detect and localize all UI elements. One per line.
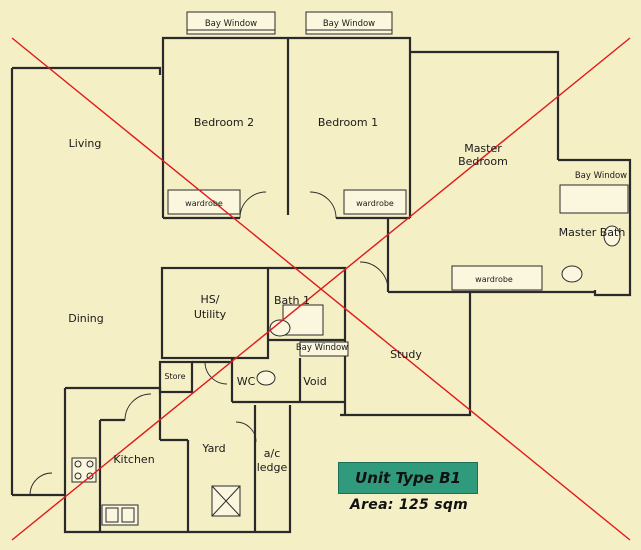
master-bedroom-label-line1: Master [464,142,502,155]
kitchen-label: Kitchen [113,453,154,466]
wardrobe-label-1: wardrobe [185,199,223,208]
study-label: Study [390,348,422,361]
bay-window-master-label: Bay Window [575,171,627,181]
master-bath-label: Master Bath [559,226,626,239]
master-bedroom-label-line2: Bedroom [458,155,508,168]
bedroom-1-label: Bedroom 1 [318,116,378,129]
wardrobe-label-2: wardrobe [356,199,394,208]
bath-1-label: Bath 1 [274,294,310,307]
hs-utility-label-line2: Utility [194,308,227,321]
ac-ledge-label-line2: ledge [257,461,288,474]
bay-window-top-left [186,11,276,35]
dining-label: Dining [68,312,104,325]
hs-utility-label-line1: HS/ [201,293,220,306]
bay-window-label-2: Bay Window [323,19,375,29]
unit-type-badge: Unit Type B1 [338,462,478,494]
bay-window-label-1: Bay Window [205,19,257,29]
bay-window-bath-label: Bay Window [296,343,348,353]
wc-label: WC [237,375,256,388]
area-label: Area: 125 sqm [349,497,469,513]
bedroom-2-label: Bedroom 2 [194,116,254,129]
cancel-cross [11,37,631,541]
walls [10,36,632,534]
yard-label: Yard [201,442,225,455]
living-label: Living [69,137,102,150]
bay-window-top-right [305,11,393,35]
store-label: Store [164,372,185,381]
ac-ledge-label-line1: a/c [264,447,281,460]
wardrobe-master-label: wardrobe [475,275,513,284]
void-label: Void [303,375,326,388]
